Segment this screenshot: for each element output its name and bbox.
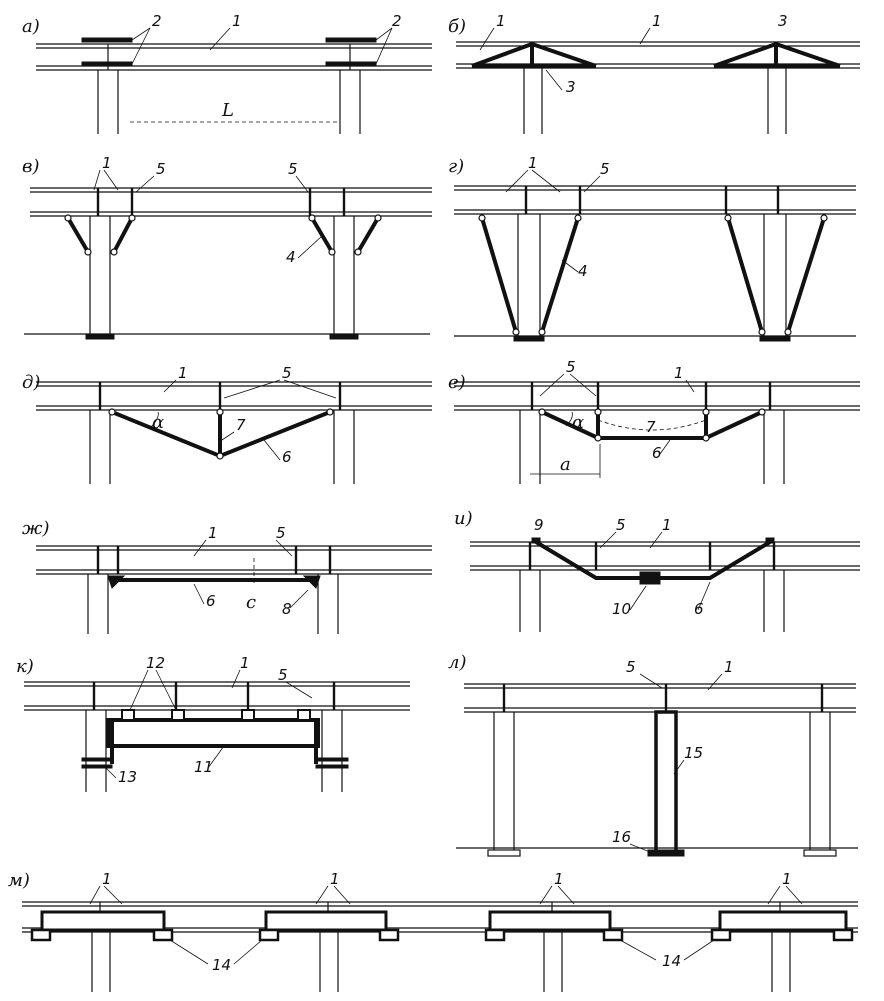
panel-label-b: б) [448,16,466,37]
callout-d-5: 5 [282,364,292,382]
callout-k-11: 11 [194,758,213,776]
callout-l-5: 5 [626,658,636,676]
scheme-v: в) 1 5 5 4 [22,154,432,340]
scheme-g: г) 1 5 4 [448,154,856,342]
callout-v-5-left: 5 [156,160,166,178]
callout-d-6: 6 [282,448,292,466]
scheme-d: д) α 1 5 7 6 [22,364,432,484]
panel-label-i: и) [454,508,473,529]
panel-label-g: г) [448,156,464,177]
callout-m-14-left: 14 [212,956,231,974]
callout-a-2-left: 2 [152,12,162,30]
callout-g-1: 1 [528,154,538,172]
scheme-l: л) 5 1 15 16 [448,652,858,857]
callout-v-5-right: 5 [288,160,298,178]
callout-l-16: 16 [612,828,631,846]
scheme-zh: ж) c 1 5 6 8 [22,518,432,634]
callout-v-1: 1 [102,154,112,172]
callout-k-12: 12 [146,654,165,672]
panel-label-k: к) [16,656,34,677]
callout-L: L [221,100,234,121]
callout-d-alpha: α [152,412,164,433]
callout-i-10: 10 [612,600,631,618]
callout-m-1-c: 1 [554,870,564,888]
panel-label-m: м) [8,870,30,891]
callout-zh-c: c [246,592,256,613]
scheme-a: а) L 2 1 2 [22,12,432,134]
panel-label-v: в) [22,156,40,177]
callout-i-9: 9 [534,516,544,534]
scheme-i: и) 9 5 1 10 6 [454,508,860,632]
callout-b-3-top: 3 [778,12,788,30]
callout-l-1: 1 [724,658,734,676]
panel-label-d: д) [22,372,40,393]
callout-m-14-right: 14 [662,952,681,970]
scheme-e: е) α a 5 1 7 6 [448,358,860,484]
callout-e-a: a [560,454,571,475]
callout-e-alpha: α [572,412,584,433]
scheme-m: м) 1 1 1 [8,870,858,992]
callout-d-7: 7 [236,416,246,434]
callout-a-1: 1 [232,12,242,30]
callout-b-1: 1 [652,12,662,30]
callout-k-5: 5 [278,666,288,684]
callout-m-1-a: 1 [102,870,112,888]
callout-g-5: 5 [600,160,610,178]
callout-i-1: 1 [662,516,672,534]
scheme-b: б) 1 1 3 3 [448,12,860,134]
callout-b-3-bottom: 3 [566,78,576,96]
callout-zh-1: 1 [208,524,218,542]
callout-m-1-b: 1 [330,870,340,888]
callout-e-7: 7 [646,418,656,436]
callout-d-1: 1 [178,364,188,382]
callout-zh-6: 6 [206,592,216,610]
callout-b-1-left: 1 [496,12,506,30]
callout-e-5: 5 [566,358,576,376]
callout-k-13: 13 [118,768,137,786]
callout-m-1-d: 1 [782,870,792,888]
callout-a-2-right: 2 [392,12,402,30]
callout-zh-5: 5 [276,524,286,542]
callout-e-6: 6 [652,444,662,462]
scheme-k: к) 12 1 5 13 11 [16,654,410,792]
callout-v-4: 4 [286,248,296,266]
callout-e-1: 1 [674,364,684,382]
panel-label-zh: ж) [22,518,49,539]
callout-g-4: 4 [578,262,588,280]
callout-k-1: 1 [240,654,250,672]
panel-label-l: л) [448,652,466,673]
callout-zh-8: 8 [282,600,292,618]
panel-label-a: а) [22,16,40,37]
callout-i-5: 5 [616,516,626,534]
callout-l-15: 15 [684,744,703,762]
